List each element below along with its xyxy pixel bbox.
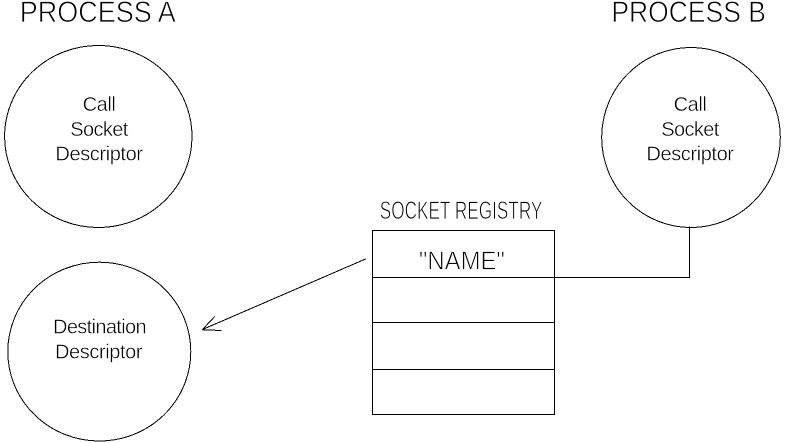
svg-text:Descriptor: Descriptor: [646, 143, 734, 165]
svg-text:PROCESS A: PROCESS A: [20, 0, 176, 29]
svg-text:Call: Call: [83, 94, 116, 116]
svg-text:SOCKET REGISTRY: SOCKET REGISTRY: [380, 197, 543, 225]
svg-text:PROCESS B: PROCESS B: [611, 0, 766, 29]
svg-text:Descriptor: Descriptor: [55, 342, 143, 364]
svg-text:"NAME": "NAME": [419, 246, 505, 276]
svg-text:Call: Call: [674, 94, 707, 116]
svg-text:Destination: Destination: [53, 317, 146, 339]
svg-text:Socket: Socket: [70, 119, 129, 141]
svg-text:Descriptor: Descriptor: [55, 143, 143, 165]
svg-text:Socket: Socket: [661, 119, 720, 141]
